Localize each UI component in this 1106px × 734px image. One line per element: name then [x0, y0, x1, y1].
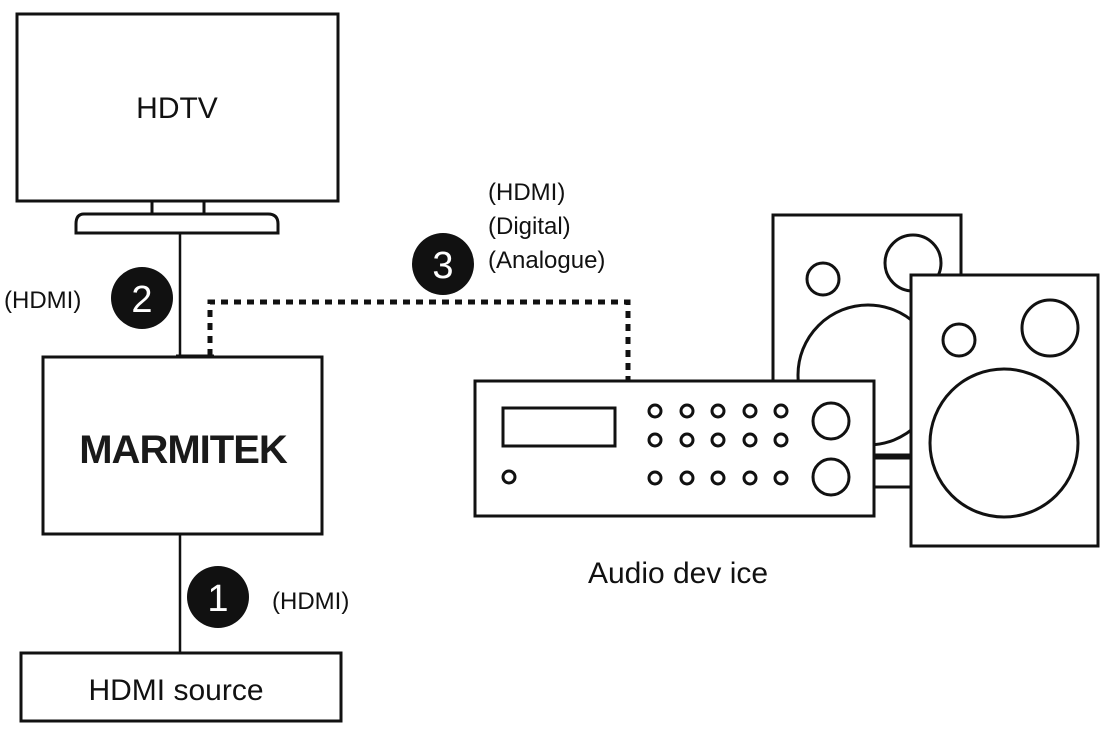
connection-2-label: (HDMI)	[4, 287, 81, 314]
badge-1	[187, 566, 249, 628]
connection-3: 3 (HDMI) (Digital) (Analogue)	[412, 179, 605, 295]
receiver-dial-top	[811, 401, 851, 441]
badge-2-number: 2	[131, 279, 152, 321]
hdtv-screen	[15, 12, 340, 203]
badge-2	[111, 267, 173, 329]
receiver-knob-1-1	[679, 432, 695, 448]
hdtv-neck	[150, 199, 206, 216]
receiver-power-knob	[501, 469, 517, 485]
receiver-knob-2-1	[679, 470, 695, 486]
hdmi-source: HDMI source	[19, 651, 343, 723]
cable-audio-dashed	[207, 299, 631, 381]
receiver-knob-2-4	[773, 470, 789, 486]
receiver-knob-1-4	[773, 432, 789, 448]
connection-1: 1 (HDMI)	[187, 566, 349, 628]
receiver-knob-0-0	[647, 403, 663, 419]
marmitek-device: MARMITEK	[41, 355, 324, 536]
audio-device-label: Audio dev ice	[588, 557, 768, 590]
speaker-front-woofer	[928, 367, 1080, 519]
hdtv-label: HDTV	[136, 92, 218, 125]
receiver-knob-0-2	[710, 403, 726, 419]
receiver-knob-0-3	[742, 403, 758, 419]
connection-2: (HDMI) 2	[4, 267, 173, 329]
receiver-knob-grid	[647, 403, 789, 486]
receiver-dial-bottom	[811, 457, 851, 497]
audio-receiver	[473, 379, 876, 518]
receiver-knob-1-0	[647, 432, 663, 448]
hdtv-stand	[74, 212, 280, 235]
marmitek-box	[41, 355, 324, 536]
receiver-knob-2-3	[742, 470, 758, 486]
hdtv: HDTV	[15, 12, 340, 235]
receiver-body	[473, 379, 876, 518]
receiver-knob-1-2	[710, 432, 726, 448]
connection-3-label-digital: (Digital)	[488, 213, 571, 240]
speaker-back-tweeter-small	[805, 261, 841, 297]
badge-3-number: 3	[432, 245, 453, 287]
speaker-front-tweeter-small	[941, 322, 977, 358]
badge-3	[412, 233, 474, 295]
receiver-knob-0-4	[773, 403, 789, 419]
hdmi-source-label: HDMI source	[88, 674, 263, 707]
receiver-display	[501, 406, 617, 448]
connection-3-label-analogue: (Analogue)	[488, 247, 605, 274]
badge-1-number: 1	[207, 578, 228, 620]
speaker-front	[909, 273, 1100, 548]
speaker-front-tweeter-large	[1020, 298, 1080, 358]
receiver-knob-2-2	[710, 470, 726, 486]
connection-3-label-hdmi: (HDMI)	[488, 179, 565, 206]
receiver-knob-1-3	[742, 432, 758, 448]
receiver-knob-0-1	[679, 403, 695, 419]
receiver-knob-2-0	[647, 470, 663, 486]
marmitek-logo: MARMITEK	[79, 428, 288, 472]
hdmi-source-box	[19, 651, 343, 723]
connection-1-label: (HDMI)	[272, 588, 349, 615]
